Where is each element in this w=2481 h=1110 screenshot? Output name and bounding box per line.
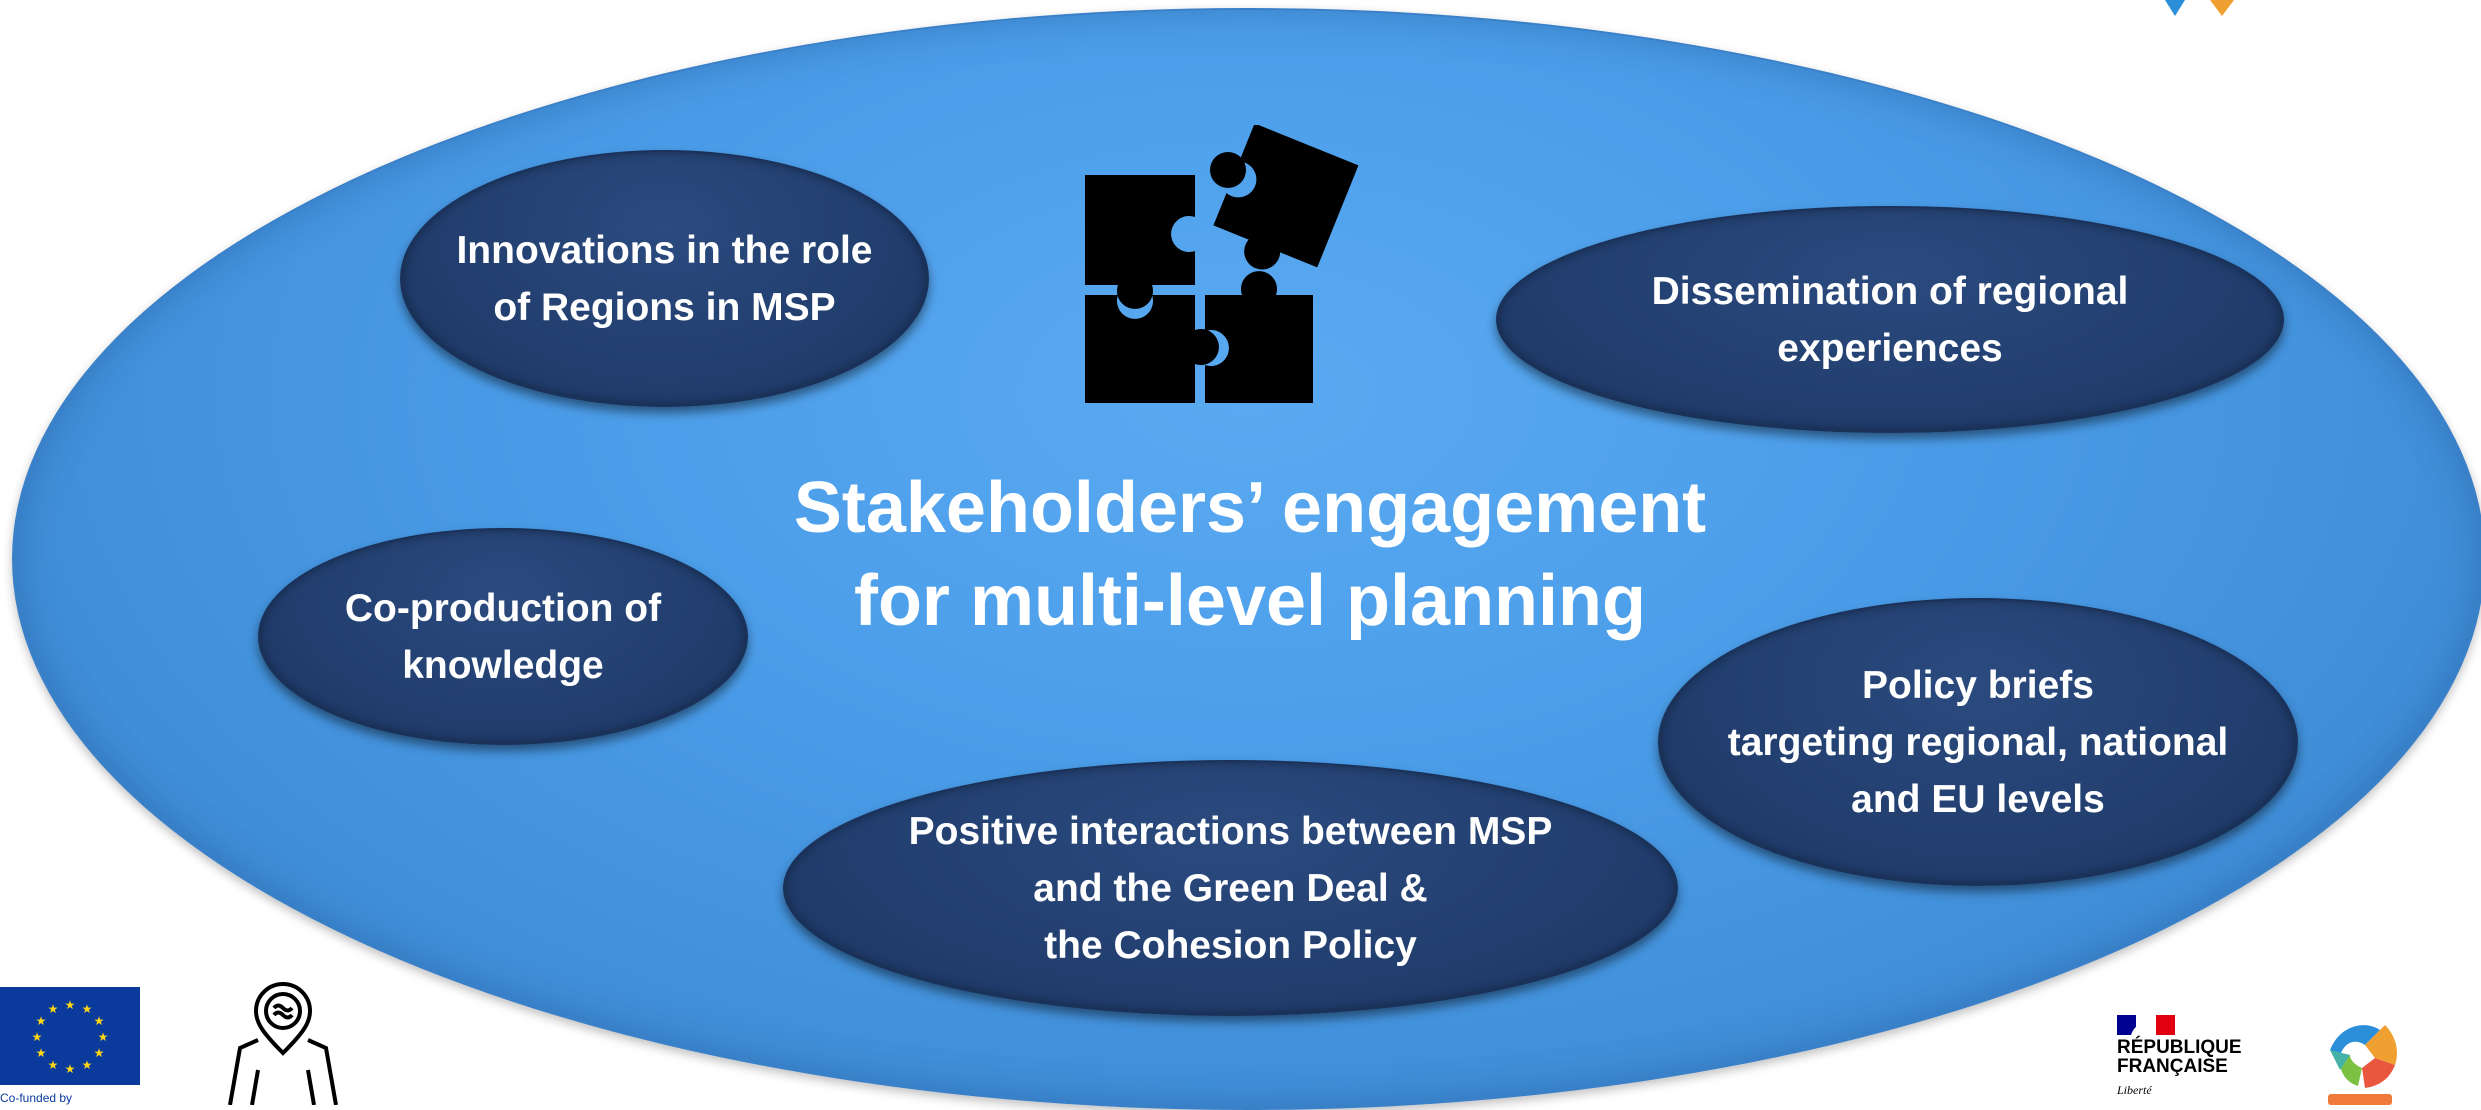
location-pin-person-icon (228, 982, 338, 1105)
node-label: Innovations in the role of Regions in MS… (456, 228, 873, 329)
central-title: Stakeholders’ engagement for multi-level… (793, 468, 1707, 641)
eu-flag-icon: ★ ★ ★ ★ ★ ★ ★ ★ ★ ★ ★ ★ (0, 987, 140, 1085)
node-positive-interactions: Positive interactions between MSP and th… (783, 760, 1678, 1016)
svg-text:★: ★ (65, 998, 76, 1012)
node-label: Dissemination of regional experiences (1651, 269, 2129, 370)
node-innovations-regions: Innovations in the role of Regions in MS… (400, 150, 929, 407)
node-policy-briefs: Policy briefs targeting regional, nation… (1658, 598, 2298, 886)
eu-caption: Co-funded by (0, 1091, 73, 1105)
svg-text:★: ★ (65, 1062, 76, 1076)
svg-text:★: ★ (98, 1030, 109, 1044)
node-co-production: Co-production of knowledge (258, 528, 748, 745)
svg-text:★: ★ (48, 1058, 59, 1072)
svg-text:★: ★ (94, 1046, 105, 1060)
node-label: Co-production of knowledge (344, 586, 662, 687)
cerema-logo-icon (2328, 1025, 2397, 1105)
puzzle-pieces-icon (1085, 125, 1359, 403)
svg-text:★: ★ (36, 1046, 47, 1060)
svg-text:★: ★ (82, 1002, 93, 1016)
republique-francaise-text: RÉPUBLIQUE FRANÇAISE (2117, 1037, 2242, 1077)
svg-text:★: ★ (32, 1030, 43, 1044)
node-label: Positive interactions between MSP and th… (908, 809, 1553, 967)
node-label: Policy briefs targeting regional, nation… (1727, 663, 2229, 821)
partner-logo-fragment (2165, 0, 2234, 16)
motto-text: Liberté (2117, 1083, 2152, 1097)
marianne-flag-icon (2117, 1015, 2175, 1035)
svg-text:★: ★ (94, 1014, 105, 1028)
svg-text:★: ★ (36, 1014, 47, 1028)
svg-text:★: ★ (48, 1002, 59, 1016)
svg-text:★: ★ (82, 1058, 93, 1072)
node-dissemination: Dissemination of regional experiences (1496, 206, 2284, 433)
